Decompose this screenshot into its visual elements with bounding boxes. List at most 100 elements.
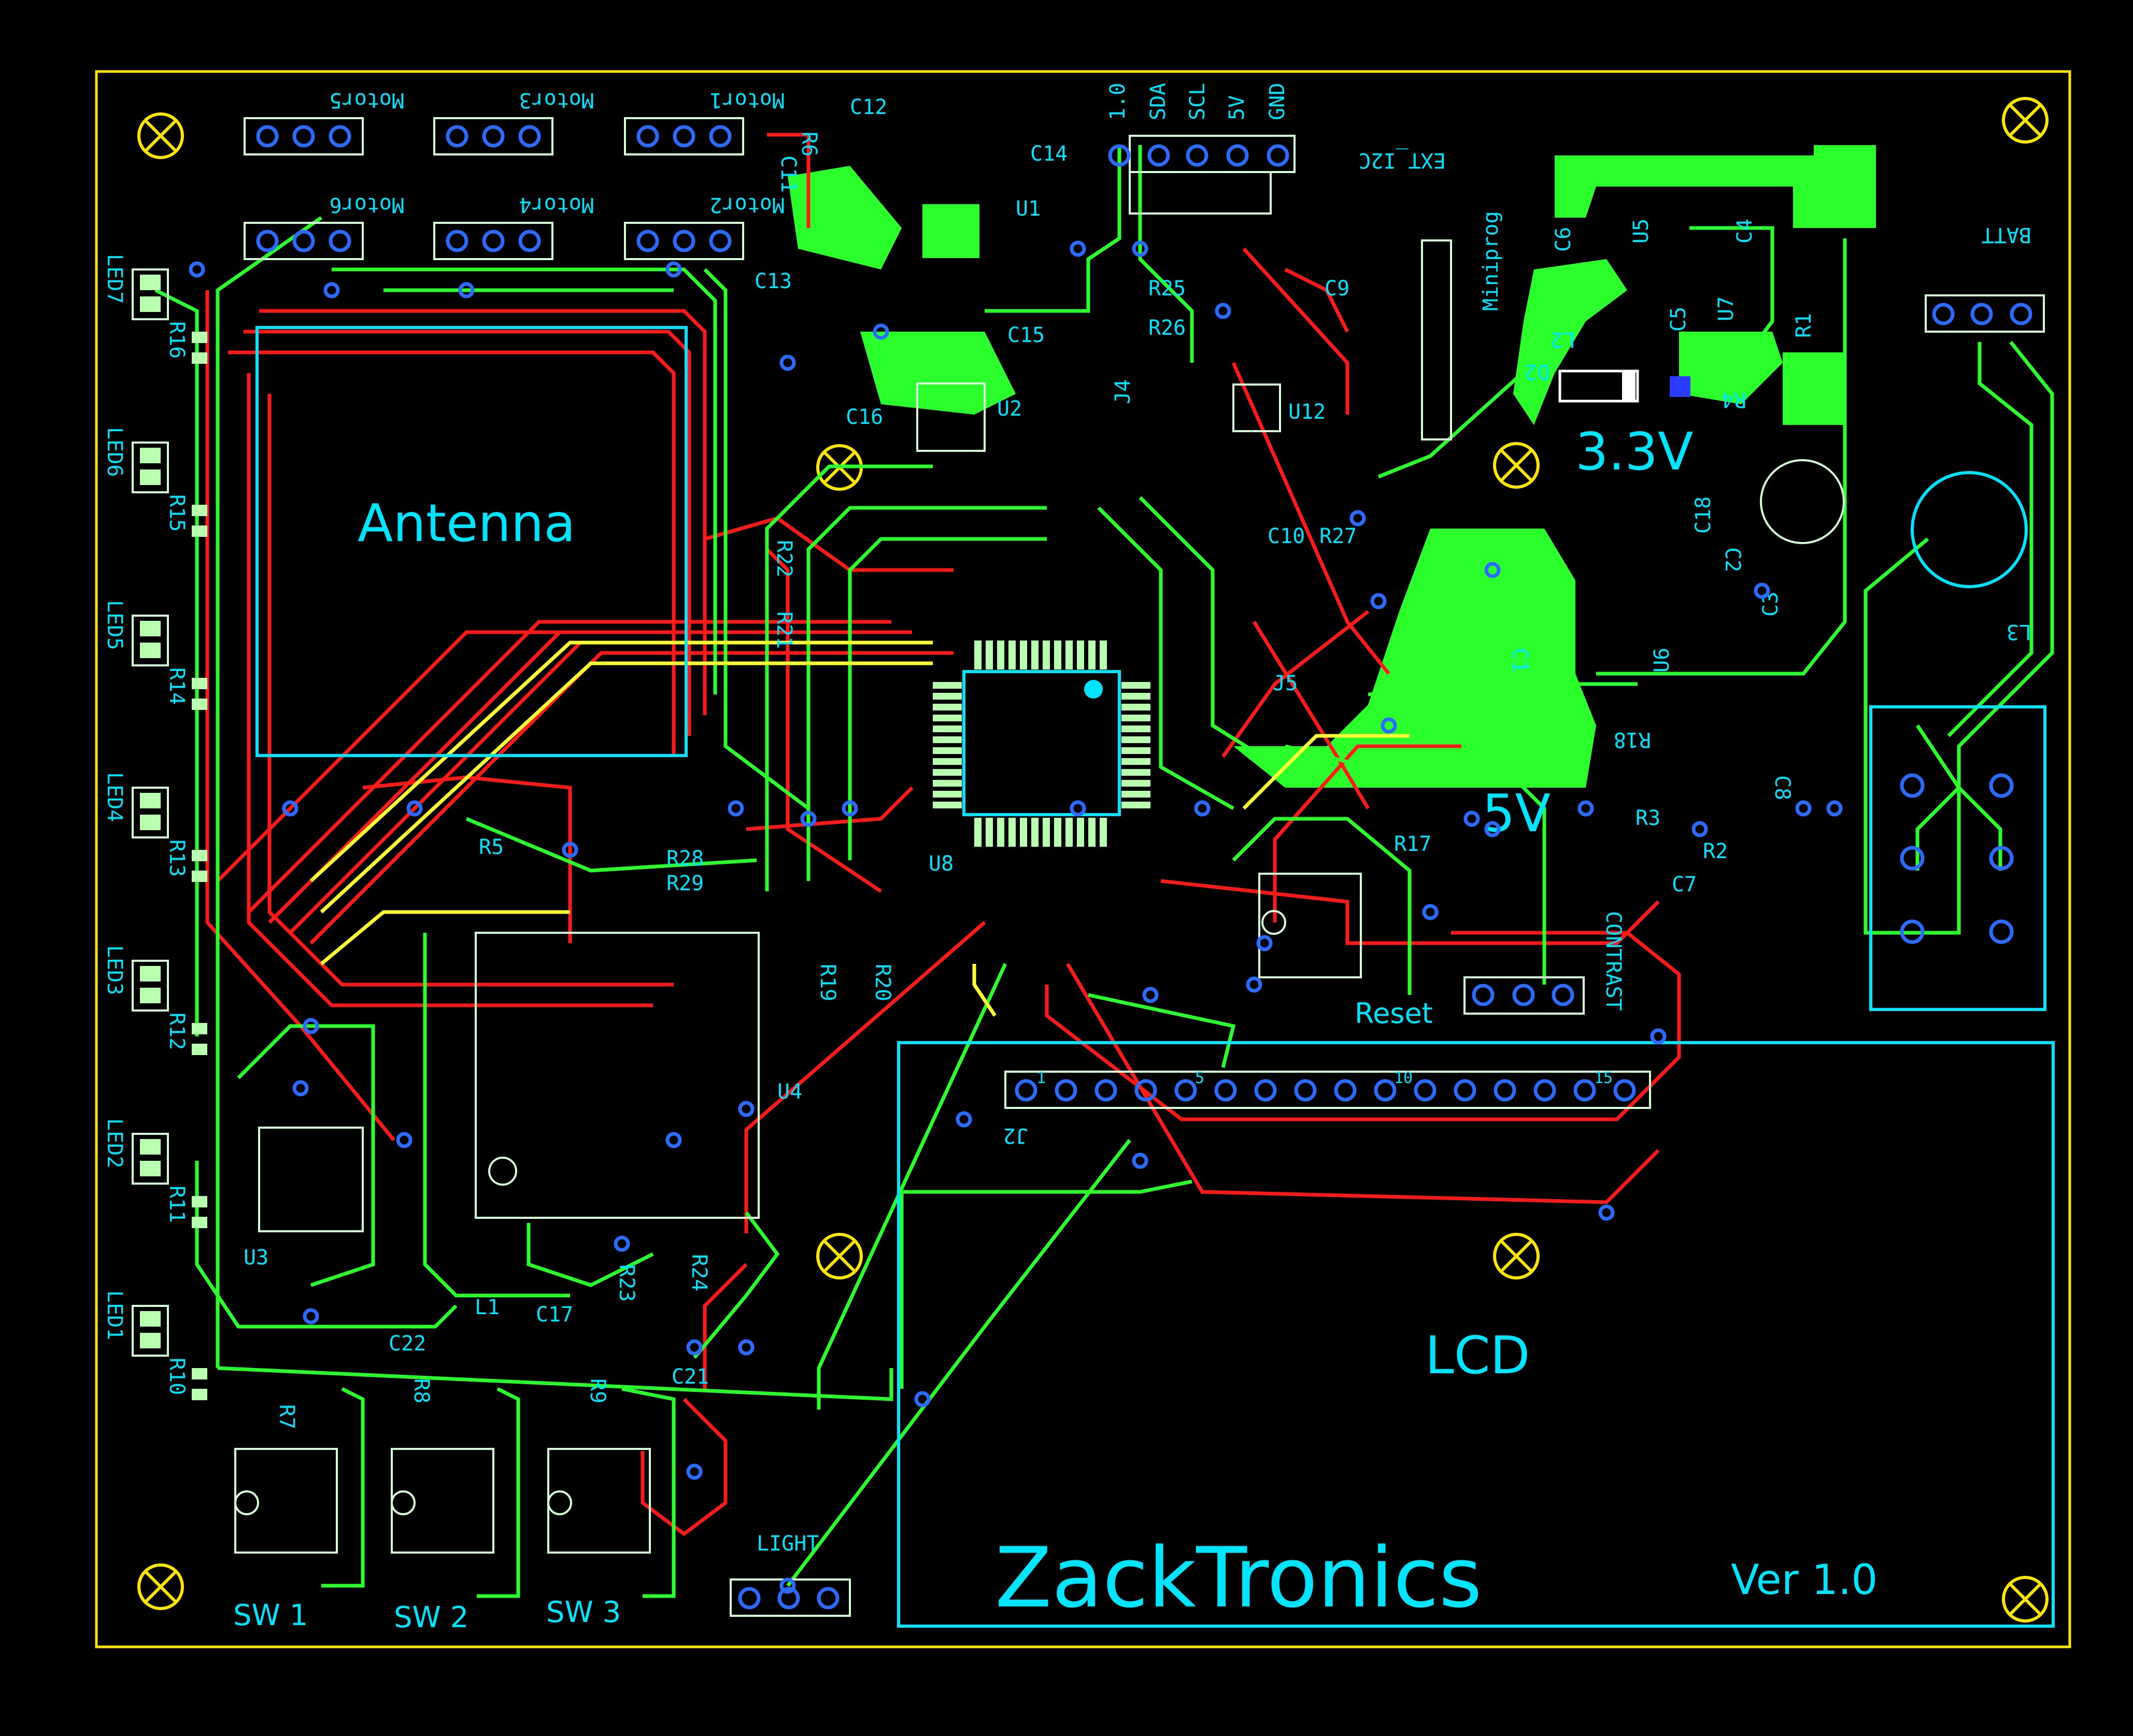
- j2-body: [1004, 1071, 1651, 1109]
- i2c-pin-5v: 5V: [1225, 95, 1249, 120]
- via: [562, 842, 578, 858]
- ref-c18: C18: [1691, 496, 1715, 534]
- ref-c6: C6: [1552, 227, 1575, 252]
- ref-r26: R26: [1148, 316, 1186, 340]
- via: [303, 1018, 319, 1034]
- power-switch: [1869, 705, 2046, 1011]
- led-label: LED7: [103, 254, 126, 304]
- ref-c2: C2: [1720, 547, 1744, 572]
- version-label: Ver 1.0: [1731, 1556, 1878, 1604]
- via: [1381, 717, 1397, 734]
- j2-pin: [1533, 1079, 1556, 1102]
- via: [396, 1132, 413, 1148]
- ref-u3: U3: [244, 1246, 268, 1270]
- ref-u7: U7: [1714, 296, 1738, 321]
- switch-label-3: SW 3: [546, 1596, 621, 1629]
- motor-label-3: Motor3: [519, 88, 594, 112]
- switch-1: [234, 1448, 338, 1554]
- led-footprint: [132, 615, 169, 666]
- u8-pin: [933, 715, 962, 721]
- via: [1598, 1204, 1615, 1221]
- u8-pin: [933, 704, 962, 710]
- u8-pin: [1031, 818, 1039, 847]
- led-pad: [140, 1139, 161, 1155]
- ref-c7: C7: [1672, 873, 1697, 897]
- via: [1754, 582, 1770, 599]
- led-resistor-label: R11: [165, 1186, 189, 1223]
- led-pad: [140, 621, 161, 636]
- resistor-pad: [192, 505, 207, 516]
- led-pad: [140, 793, 161, 808]
- j2-pin: [1214, 1079, 1237, 1102]
- chip-u1: [922, 204, 979, 258]
- ref-c17: C17: [536, 1303, 573, 1327]
- led-footprint: [132, 787, 169, 838]
- u8-pin: [1077, 818, 1084, 847]
- ref-u12: U12: [1288, 400, 1326, 424]
- resistor-pad: [192, 1023, 207, 1034]
- u8-pin: [997, 818, 1004, 847]
- via: [189, 261, 205, 278]
- ref-r8: R8: [409, 1378, 433, 1403]
- j2-pin: [1174, 1079, 1197, 1102]
- ext-i2c-label: EXT_I2C: [1358, 148, 1446, 172]
- resistor-pad: [192, 850, 207, 861]
- u8-pin: [1121, 682, 1150, 689]
- via: [1422, 904, 1439, 920]
- led-footprint: [132, 442, 169, 493]
- module-u4: [475, 932, 760, 1219]
- via: [1070, 800, 1086, 817]
- resistor-pad: [192, 1389, 207, 1400]
- u8-pin: [1020, 641, 1027, 670]
- resistor-pad: [192, 1044, 207, 1055]
- chip-u12: [1232, 383, 1281, 432]
- u8-pin: [1100, 641, 1107, 670]
- chip-u3: [258, 1127, 364, 1232]
- u8-pin: [1121, 715, 1150, 721]
- u8-pin: [1077, 641, 1084, 670]
- j2-pin: [1454, 1079, 1476, 1102]
- ref-l3: L3: [2007, 620, 2031, 644]
- resistor-pad: [192, 525, 207, 537]
- j2-pin: [1414, 1079, 1437, 1102]
- board-outline: [95, 70, 2071, 1648]
- u8-pin: [1065, 641, 1073, 670]
- u8-pin: [1008, 641, 1016, 670]
- j2-pin-10: 10: [1394, 1069, 1413, 1087]
- u8-pin: [1054, 641, 1061, 670]
- mounting-holes: [137, 97, 2049, 1623]
- j2-pin: [1374, 1079, 1397, 1102]
- ref-c16: C16: [846, 405, 883, 429]
- via: [1215, 303, 1231, 319]
- ref-r1: R1: [1792, 313, 1816, 338]
- mcu-u8: [933, 641, 1150, 847]
- via: [728, 800, 744, 817]
- led-footprint: [132, 268, 169, 320]
- ref-c4: C4: [1733, 219, 1757, 244]
- ref-r21: R21: [772, 611, 796, 649]
- switch-label-1: SW 1: [233, 1599, 308, 1632]
- u8-pin: [1054, 818, 1061, 847]
- resistor-pad: [192, 699, 207, 710]
- reset-switch: [1258, 873, 1362, 978]
- u8-pin: [1031, 641, 1039, 670]
- ref-r20: R20: [871, 964, 894, 1001]
- led-column: LED7R16LED6R15LED5R14LED4R13LED3R12LED2R…: [103, 254, 207, 1400]
- j2-pin-1: 1: [1036, 1069, 1046, 1087]
- ref-r29: R29: [666, 872, 704, 895]
- via: [292, 1080, 309, 1097]
- via: [458, 282, 475, 298]
- bottom-layer-traces: [154, 145, 2054, 1598]
- led-pad: [140, 469, 161, 485]
- ref-c12: C12: [850, 95, 887, 119]
- ref-r28: R28: [666, 847, 704, 871]
- miniprog-header: [1421, 239, 1452, 440]
- j2-pin: [1573, 1079, 1596, 1102]
- ref-l1: L1: [475, 1296, 500, 1319]
- u8-pin: [974, 641, 982, 670]
- led-resistor-label: R13: [165, 839, 189, 877]
- switch-3: [547, 1448, 651, 1554]
- ref-r2: R2: [1703, 839, 1728, 863]
- ref-c1: C1: [1508, 648, 1532, 673]
